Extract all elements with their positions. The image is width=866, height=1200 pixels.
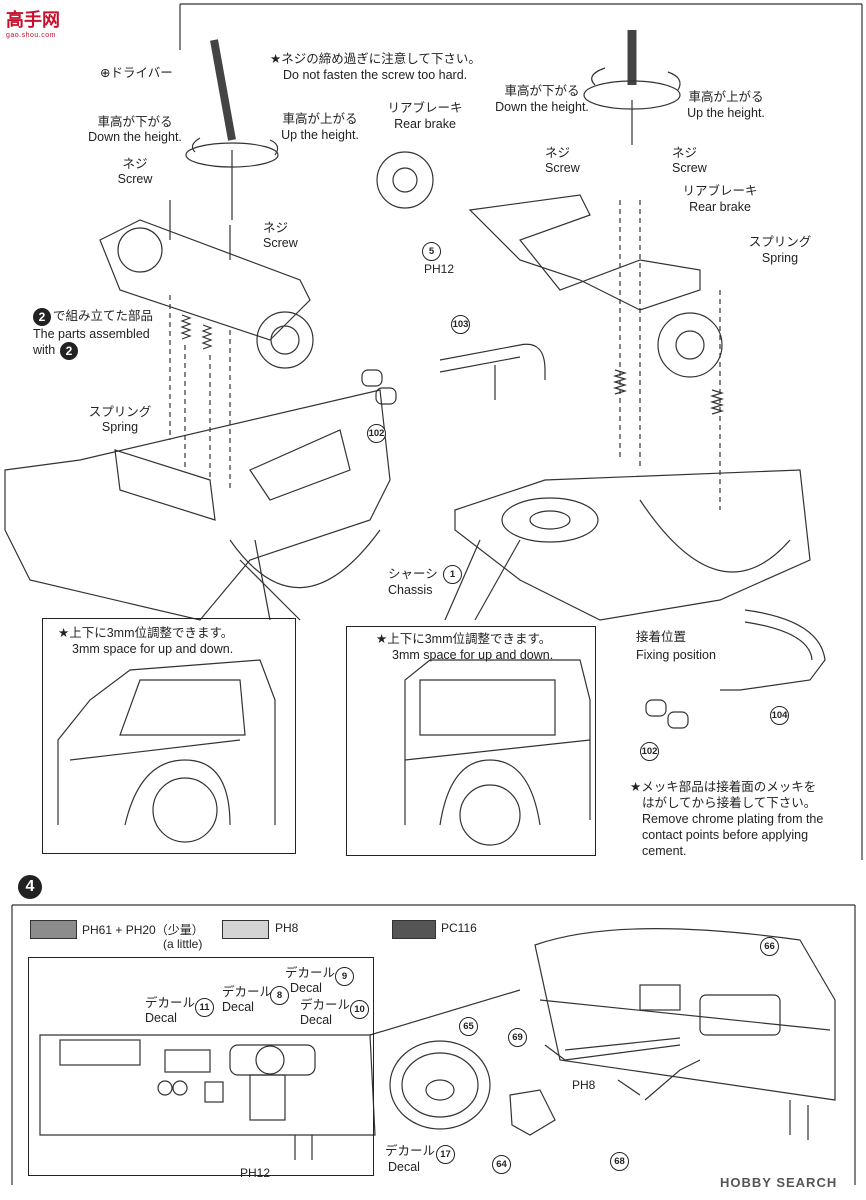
screw-warning-en: Do not fasten the screw too hard. xyxy=(283,68,468,82)
screw-label-en: Screw xyxy=(117,172,153,186)
decal-10-en: Decal xyxy=(300,1013,332,1027)
decal-17-jp: デカール xyxy=(385,1144,436,1158)
paint-ph8-label: PH8 xyxy=(275,921,299,935)
decal-9-jp: デカール xyxy=(285,966,336,980)
paint-ph8-2: PH8 xyxy=(572,1078,596,1092)
part-1: 1 xyxy=(443,565,462,584)
rear-brake-jp: リアブレーキ xyxy=(387,101,463,115)
paint-mix-note: (a little) xyxy=(163,937,203,951)
screw-label-jp-4: ネジ xyxy=(672,146,698,160)
down-height-en: Down the height. xyxy=(88,130,182,144)
up-height-jp: 車高が上がる xyxy=(282,112,358,126)
decal-10-num: 10 xyxy=(350,1000,369,1019)
site-logo: 高手网 gao.shou.com xyxy=(6,10,60,39)
paint-pc116-label: PC116 xyxy=(441,921,477,935)
swatch-ph61-ph20 xyxy=(30,920,77,939)
decal-9-num: 9 xyxy=(335,967,354,986)
down-height-en-2: Down the height. xyxy=(495,100,589,114)
decal-8-en: Decal xyxy=(222,1000,254,1014)
part-69: 69 xyxy=(508,1028,527,1047)
part-102: 102 xyxy=(367,424,386,443)
adjust-note-en-2: 3mm space for up and down. xyxy=(392,648,554,662)
screw-label-jp-3: ネジ xyxy=(545,146,571,160)
part-68: 68 xyxy=(610,1152,629,1171)
decal-8-jp: デカール xyxy=(222,985,273,999)
decal-11-jp: デカール xyxy=(145,996,196,1010)
decal-8-num: 8 xyxy=(270,986,289,1005)
screw-warning-jp: ★ネジの締め過ぎに注意して下さい。 xyxy=(270,52,481,66)
decal-10-jp: デカール xyxy=(300,998,351,1012)
paint-mix-label: PH61 + PH20（少量） xyxy=(82,923,204,937)
screw-label-en-4: Screw xyxy=(672,161,707,175)
up-height-jp-2: 車高が上がる xyxy=(688,90,764,104)
chassis-label-en: Chassis xyxy=(388,583,433,597)
decal-17-num: 17 xyxy=(436,1145,455,1164)
down-height-jp: 車高が下がる xyxy=(97,115,173,129)
adjust-note-jp-2: ★上下に3mm位調整できます。 xyxy=(376,632,552,646)
decal-11-en: Decal xyxy=(145,1011,177,1025)
rear-brake-en-2: Rear brake xyxy=(689,200,751,214)
fixing-position-en: Fixing position xyxy=(636,648,716,662)
rear-brake-jp-2: リアブレーキ xyxy=(682,184,758,198)
spring-label-jp: スプリング xyxy=(88,405,152,419)
chrome-note-en-2: contact points before applying xyxy=(642,828,809,842)
decal-11-num: 11 xyxy=(195,998,214,1017)
inset-front-van xyxy=(42,618,296,854)
swatch-pc116 xyxy=(392,920,436,939)
decal-9-en: Decal xyxy=(290,981,322,995)
hobbysearch-watermark: HOBBY SEARCH xyxy=(720,1175,838,1190)
screw-label-en-2: Screw xyxy=(263,236,298,250)
chrome-note-jp-1: ★メッキ部品は接着面のメッキを xyxy=(630,780,817,794)
part-64: 64 xyxy=(492,1155,511,1174)
spring-label-jp-2: スプリング xyxy=(748,235,812,249)
up-height-en: Up the height. xyxy=(281,128,359,142)
step-ref-badge: 2 xyxy=(33,308,51,326)
paint-ph12-2: PH12 xyxy=(240,1166,271,1180)
part-65: 65 xyxy=(459,1017,478,1036)
rear-brake-en: Rear brake xyxy=(394,117,456,131)
part-5: 5 xyxy=(422,242,441,261)
spring-label-en-2: Spring xyxy=(761,251,799,265)
decal-inset-box xyxy=(28,957,374,1176)
chrome-note-en-1: Remove chrome plating from the xyxy=(642,812,824,826)
part-102-2: 102 xyxy=(640,742,659,761)
inset-rear-van xyxy=(346,626,596,856)
adjust-note-jp: ★上下に3mm位調整できます。 xyxy=(58,626,234,640)
screw-label-en-3: Screw xyxy=(545,161,580,175)
part-66: 66 xyxy=(760,937,779,956)
chassis-label-jp: シャーシ xyxy=(388,567,438,581)
assembled-en-2: with xyxy=(33,343,56,357)
decal-17-en: Decal xyxy=(388,1160,420,1174)
adjust-note-en: 3mm space for up and down. xyxy=(72,642,234,656)
paint-ph12: PH12 xyxy=(424,262,455,276)
step-ref-badge-2: 2 xyxy=(60,342,78,360)
assembled-jp: で組み立てた部品 xyxy=(53,309,154,323)
swatch-ph8 xyxy=(222,920,269,939)
part-104: 104 xyxy=(770,706,789,725)
chrome-note-jp-2: はがしてから接着して下さい。 xyxy=(642,796,817,810)
step-4-badge: 4 xyxy=(18,875,42,899)
screw-label-jp: ネジ xyxy=(122,157,148,171)
assembled-en-1: The parts assembled xyxy=(33,327,150,341)
screw-label-jp-2: ネジ xyxy=(263,221,289,235)
up-height-en-2: Up the height. xyxy=(687,106,765,120)
driver-label: ⊕ドライバー xyxy=(100,66,173,80)
fixing-position-jp: 接着位置 xyxy=(636,630,687,644)
part-103: 103 xyxy=(451,315,470,334)
down-height-jp-2: 車高が下がる xyxy=(504,84,580,98)
chrome-note-en-3: cement. xyxy=(642,844,687,858)
spring-label-en: Spring xyxy=(101,420,139,434)
